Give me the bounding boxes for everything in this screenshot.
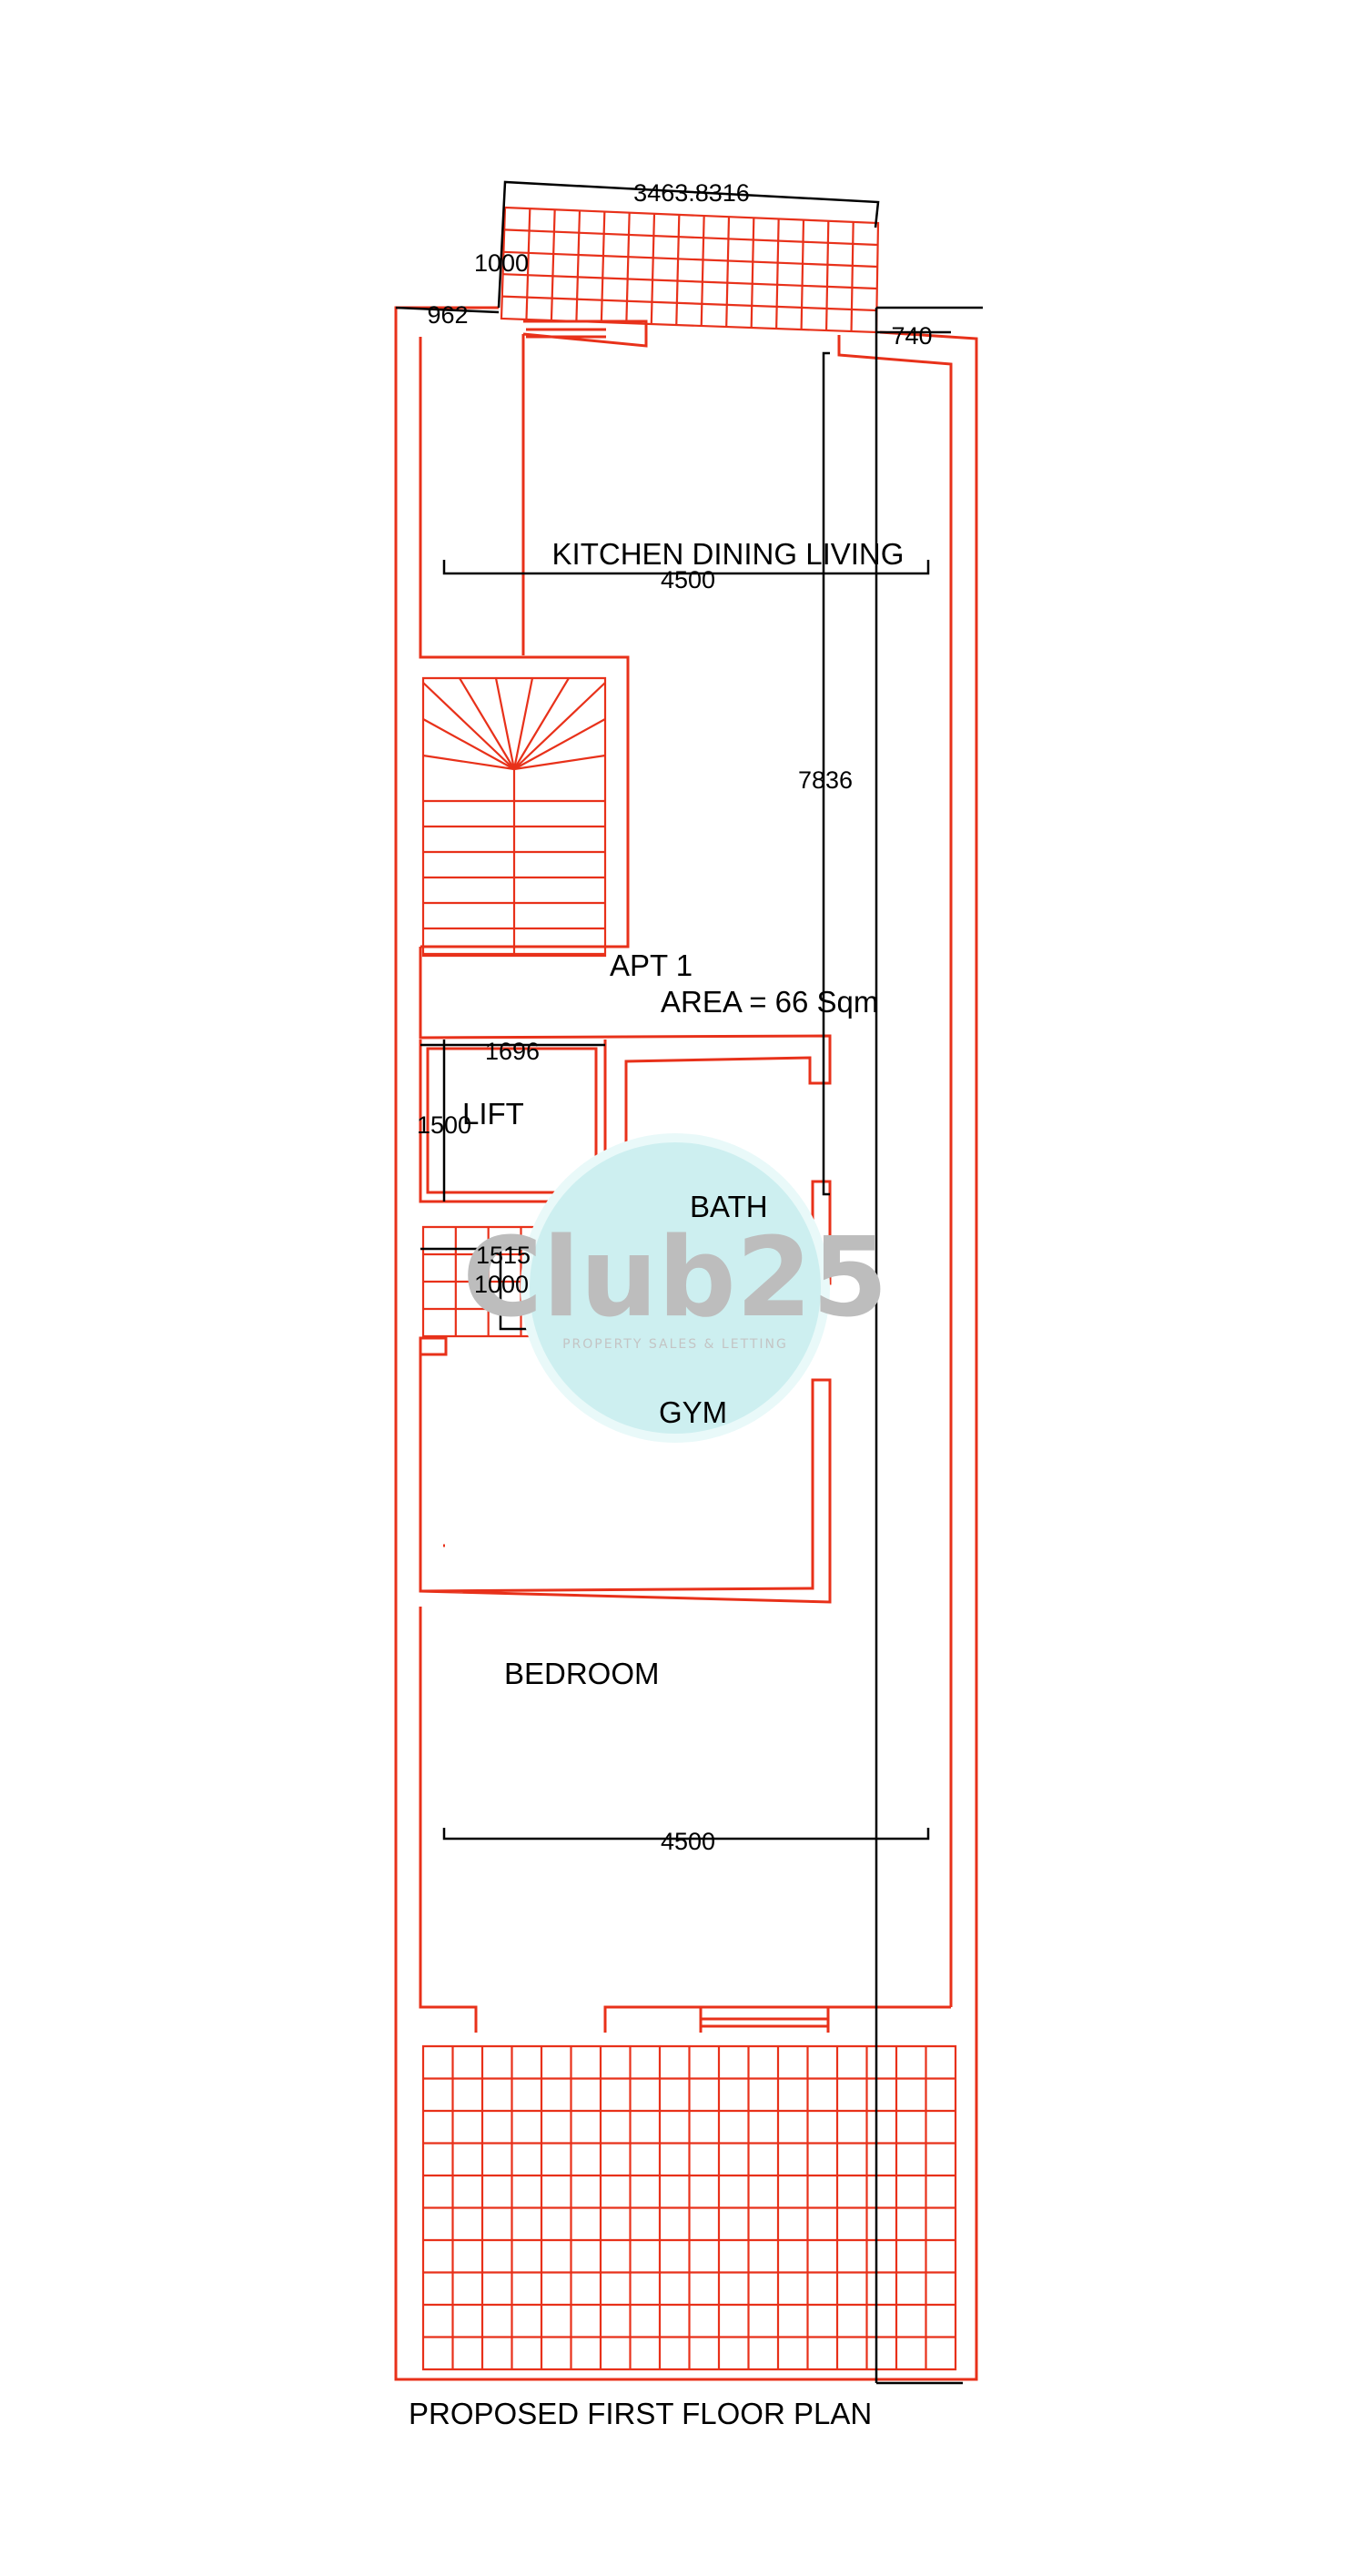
stair-enclosure bbox=[419, 337, 630, 948]
bedroom-front bbox=[603, 2005, 951, 2033]
balcony-top-grid-line bbox=[750, 218, 755, 329]
balcony-top-grid-line bbox=[800, 219, 805, 330]
stair-winder-line bbox=[512, 677, 534, 770]
dim-label-lift-depth: 1500 bbox=[417, 1111, 471, 1139]
dim-label-width-top: 4500 bbox=[661, 566, 715, 593]
room-gym-label: GYM bbox=[659, 1395, 727, 1429]
stair-winder-line bbox=[459, 677, 515, 770]
lift-shaft-inner bbox=[426, 1047, 598, 1194]
stair-winder-line bbox=[494, 677, 516, 770]
dim-left-offset bbox=[395, 306, 500, 314]
balcony-top-grid-line bbox=[501, 295, 877, 312]
dim-label-balcony-front: 3463.8316 bbox=[633, 179, 750, 207]
balcony-top-grid-line bbox=[725, 217, 731, 328]
balcony-top-grid-line bbox=[675, 214, 681, 326]
stair-winder-line bbox=[422, 718, 515, 770]
inner-wall-top-front bbox=[522, 319, 648, 348]
watermark: Club25 PROPERTY SALES & LETTING bbox=[462, 1133, 888, 1443]
dim-width-bottom bbox=[442, 1828, 930, 1841]
lift-shaft-outer bbox=[419, 1040, 607, 1203]
dim-label-lift-width: 1696 bbox=[485, 1038, 540, 1065]
dim-width-top bbox=[442, 560, 930, 575]
room-lift-label: LIFT bbox=[462, 1097, 524, 1131]
stair-winder-line bbox=[422, 754, 515, 771]
balcony-top-grid-line bbox=[625, 212, 631, 324]
dimension-labels: 3463.8316 1000 962 740 4500 7836 1696 15… bbox=[417, 179, 933, 1855]
balcony-top-grid-line bbox=[700, 216, 705, 327]
stair-winder-line bbox=[513, 718, 606, 770]
balcony-top-grid-line bbox=[775, 218, 780, 330]
plan-title: PROPOSED FIRST FLOOR PLAN bbox=[409, 2397, 872, 2430]
balcony-top-grid-line bbox=[824, 220, 830, 331]
balcony-top-grid-line bbox=[650, 213, 656, 325]
apartment-name: APT 1 bbox=[610, 948, 693, 982]
dim-7836 bbox=[822, 351, 830, 1196]
partition-mid bbox=[419, 947, 832, 1202]
balcony-top-grid-line bbox=[850, 221, 854, 332]
stair-winder-line bbox=[513, 754, 606, 771]
balcony-top-outline bbox=[500, 206, 880, 334]
room-labels: KITCHEN DINING LIVING APT 1 AREA = 66 Sq… bbox=[409, 537, 904, 2430]
balcony-top-grid-line bbox=[503, 250, 878, 269]
balcony-top-grid-line bbox=[550, 209, 556, 321]
watermark-tagline: PROPERTY SALES & LETTING bbox=[562, 1337, 788, 1352]
room-bath-label: BATH bbox=[690, 1190, 768, 1223]
bedroom-wall bbox=[419, 1607, 478, 2033]
watermark-circle bbox=[530, 1142, 821, 1434]
inner-wall-top-right bbox=[837, 335, 953, 2007]
room-bedroom-label: BEDROOM bbox=[504, 1657, 660, 1690]
dim-label-small-depth: 1000 bbox=[474, 1271, 529, 1298]
tiled-areas bbox=[421, 206, 957, 2371]
balcony-top-grid-line bbox=[575, 210, 581, 322]
watermark-brand: Club25 bbox=[462, 1215, 888, 1342]
dim-label-right-offset: 740 bbox=[891, 322, 932, 350]
stair-winder-line bbox=[513, 677, 570, 770]
dim-label-width-bottom: 4500 bbox=[661, 1828, 715, 1855]
balcony-top-grid-line bbox=[525, 208, 531, 320]
balcony-top-grid-line bbox=[504, 228, 878, 247]
stair-winder-line bbox=[513, 682, 606, 770]
dim-label-right-length: 7836 bbox=[798, 766, 853, 794]
balcony-top-grid-line bbox=[502, 273, 877, 290]
room-kitchen-label: KITCHEN DINING LIVING bbox=[552, 537, 905, 571]
balcony-top-grid-line bbox=[600, 211, 606, 323]
gym-wall bbox=[419, 1336, 832, 1604]
stair-outline bbox=[421, 676, 607, 958]
stair-winder-line bbox=[422, 682, 515, 770]
dim-label-balcony-depth: 1000 bbox=[474, 249, 529, 277]
dim-label-left-offset: 962 bbox=[427, 301, 468, 329]
apartment-area: AREA = 66 Sqm bbox=[661, 985, 878, 1019]
dim-balcony-front bbox=[497, 180, 880, 309]
dim-label-small-width: 1515 bbox=[476, 1242, 531, 1269]
